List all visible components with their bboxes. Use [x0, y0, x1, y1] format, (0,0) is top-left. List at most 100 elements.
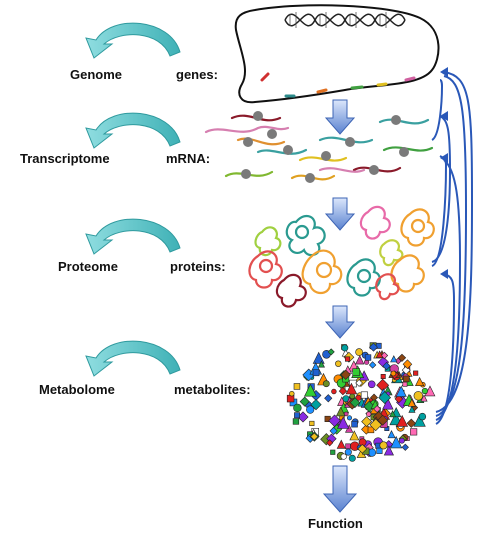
metabolite-shape: [330, 449, 336, 455]
protein-blobs-icon: [248, 205, 435, 308]
metabolite-shape: [383, 445, 394, 456]
metabolite-shape: [408, 405, 416, 413]
down-arrow-icon: [324, 99, 356, 135]
metabolite-shape: [382, 397, 394, 410]
metabolite-shape: [360, 391, 368, 399]
mrna-label: mRNA:: [166, 151, 211, 166]
metabolite-shape: [402, 359, 413, 370]
metabolite-shape: [418, 412, 427, 421]
metabolite-shape: [344, 356, 351, 362]
metabolite-shape: [387, 430, 396, 439]
metabolite-shape: [413, 391, 423, 401]
metabolite-shape: [413, 414, 426, 427]
metabolite-shape: [336, 439, 346, 449]
metabolite-shape: [304, 383, 317, 397]
metabolome-label: Metabolome: [39, 382, 115, 397]
ribosome-icons: [241, 111, 409, 183]
metabolite-shape: [390, 355, 398, 363]
metabolite-shape: [355, 355, 365, 365]
metabolite-shape: [324, 394, 333, 403]
metabolite-shape: [299, 396, 310, 407]
mrna-strands-icon: [204, 114, 434, 181]
metabolite-shape: [415, 376, 425, 386]
metabolite-shape: [317, 360, 325, 368]
metabolite-shape: [369, 418, 383, 432]
metabolite-shape: [349, 397, 361, 408]
metabolite-shape: [382, 361, 391, 371]
metabolite-shape: [421, 387, 429, 395]
metabolite-shape: [367, 426, 375, 434]
metabolite-shape: [293, 383, 301, 390]
metabolites-label: metabolites:: [174, 382, 251, 397]
metabolite-shape: [403, 375, 410, 383]
proteins-label: proteins:: [170, 259, 226, 274]
metabolite-shape: [345, 382, 358, 395]
feedback-arrows-icon: [431, 71, 474, 425]
function-label: Function: [308, 516, 363, 531]
transcriptome-cycle-arrow-icon: [85, 112, 181, 149]
metabolome-cycle-arrow-icon: [85, 340, 181, 377]
metabolite-shape: [351, 420, 358, 428]
metabolite-shape: [377, 414, 389, 426]
proteome-label: Proteome: [58, 259, 118, 274]
metabolite-shape: [326, 439, 334, 447]
down-arrow-icon: [324, 197, 356, 231]
metabolite-shape: [397, 353, 407, 362]
metabolite-shape: [355, 379, 363, 387]
transcriptome-label: Transcriptome: [20, 151, 110, 166]
metabolite-shape: [327, 348, 335, 356]
metabolite-shape: [380, 373, 386, 379]
metabolite-shape: [406, 418, 416, 428]
metabolite-shape: [337, 416, 350, 429]
metabolite-shape: [361, 416, 373, 428]
metabolite-shape: [310, 432, 319, 441]
genes-label: genes:: [176, 67, 218, 82]
metabolite-shape: [390, 370, 397, 377]
metabolite-shape: [395, 385, 407, 397]
metabolite-shape: [396, 414, 409, 427]
down-arrow-icon: [322, 465, 358, 513]
metabolite-shape: [344, 448, 352, 456]
metabolite-shape: [366, 411, 372, 417]
metabolite-shape: [357, 443, 368, 454]
metabolite-shape: [398, 437, 405, 444]
metabolite-shape: [367, 380, 376, 389]
genome-label: Genome: [70, 67, 123, 82]
metabolite-shape: [340, 369, 351, 380]
metabolite-shape: [389, 410, 397, 418]
feedback-arrowheads-icon: [440, 67, 448, 279]
dna-loop-icon: [234, 4, 440, 104]
metabolite-shape: [338, 386, 348, 396]
genome-cycle-arrow-icon: [85, 22, 181, 59]
metabolite-shape: [402, 381, 408, 387]
metabolite-shape: [294, 412, 300, 419]
metabolite-shape: [329, 426, 338, 436]
metabolites-cloud-icon: [286, 342, 436, 462]
metabolite-shape: [364, 354, 372, 361]
metabolite-shape: [378, 391, 392, 405]
metabolite-shape: [375, 350, 384, 358]
metabolite-shape: [309, 420, 315, 427]
metabolite-shape: [341, 344, 349, 352]
metabolite-shape: [355, 348, 363, 356]
down-arrow-icon: [324, 305, 356, 339]
metabolite-shape: [346, 415, 352, 421]
metabolite-shape: [312, 369, 320, 377]
metabolite-shape: [407, 398, 416, 407]
metabolite-shape: [310, 398, 322, 411]
metabolite-shape: [352, 368, 360, 376]
metabolite-shape: [368, 361, 377, 369]
metabolite-shape: [328, 414, 341, 428]
metabolite-shape: [349, 393, 356, 400]
metabolite-shape: [293, 403, 302, 413]
proteome-cycle-arrow-icon: [85, 218, 181, 255]
metabolite-shape: [331, 388, 337, 395]
metabolite-shape: [410, 428, 418, 436]
metabolite-shape: [401, 443, 409, 451]
metabolite-shape: [368, 342, 378, 352]
metabolite-shape: [348, 454, 356, 462]
metabolite-shape: [390, 435, 403, 449]
metabolite-shape: [379, 441, 388, 450]
